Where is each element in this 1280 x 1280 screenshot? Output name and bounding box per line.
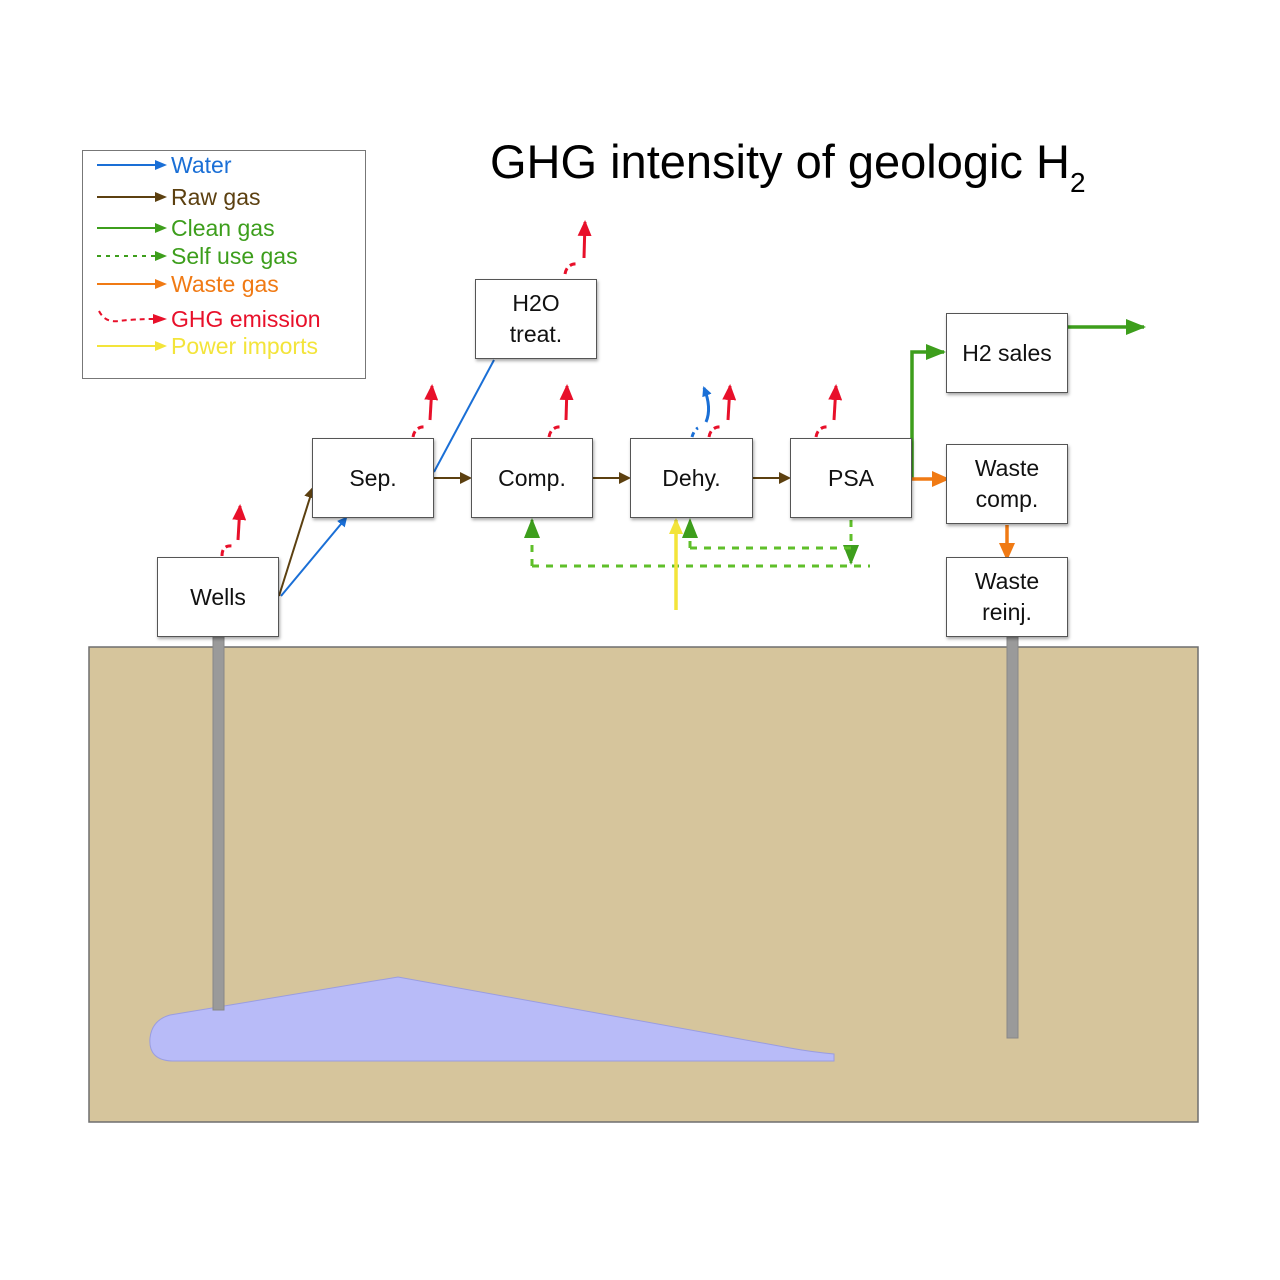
box-waste-compression-line2: comp. xyxy=(975,486,1039,512)
legend-item-raw-gas: Raw gas xyxy=(83,183,363,211)
legend-label-raw-gas: Raw gas xyxy=(171,184,261,210)
clean-gas-psa-to-sales xyxy=(910,344,946,478)
box-waste-reinjection-line1: Waste xyxy=(974,568,1040,594)
box-separator-label: Sep. xyxy=(349,464,397,491)
water-wells-to-sep xyxy=(280,516,348,597)
box-waste-reinjection: Waste reinj. xyxy=(946,557,1068,637)
box-h2-sales: H2 sales xyxy=(946,313,1068,393)
legend-label-power-imports: Power imports xyxy=(171,333,318,359)
box-psa: PSA xyxy=(790,438,912,518)
ghg-emission-sep xyxy=(411,384,439,438)
h2-reservoir xyxy=(149,976,835,1062)
legend: Water Raw gas Clean gas Self use gas Was… xyxy=(82,150,366,379)
raw-gas-wells-to-sep xyxy=(278,486,316,597)
production-well-pipe xyxy=(212,636,225,1011)
box-dehydration-label: Dehy. xyxy=(662,464,721,491)
box-waste-compression: Waste comp. xyxy=(946,444,1068,524)
box-waste-compression-label: Waste comp. xyxy=(975,453,1039,515)
ghg-emission-dehy xyxy=(707,384,737,438)
legend-item-water: Water xyxy=(83,151,363,179)
ghg-emission-comp xyxy=(547,384,574,438)
water-vapor-dehy xyxy=(690,386,712,438)
legend-item-ghg-emission: GHG emission xyxy=(83,305,363,333)
box-waste-reinjection-label: Waste reinj. xyxy=(975,566,1039,628)
water-sep-to-h2o-treat xyxy=(433,359,495,473)
legend-label-self-use-gas: Self use gas xyxy=(171,243,298,269)
box-h2o-treatment-label: H2O treat. xyxy=(510,288,562,350)
box-h2o-treatment-line2: treat. xyxy=(509,321,563,347)
box-compression-label: Comp. xyxy=(498,464,566,491)
ghg-emission-h2o-treat xyxy=(563,220,592,275)
box-wells: Wells xyxy=(157,557,279,637)
diagram-title: GHG intensity of geologic H2 xyxy=(490,135,1086,198)
reinjection-well-pipe xyxy=(1006,636,1019,1039)
ghg-emission-wells xyxy=(220,504,247,557)
ghg-emission-psa xyxy=(814,384,843,438)
legend-label-ghg-emission: GHG emission xyxy=(171,306,321,332)
box-waste-reinjection-line2: reinj. xyxy=(982,599,1032,625)
box-h2-sales-label: H2 sales xyxy=(962,339,1052,366)
legend-label-clean-gas: Clean gas xyxy=(171,215,275,241)
box-separator: Sep. xyxy=(312,438,434,518)
legend-label-waste-gas: Waste gas xyxy=(171,271,279,297)
legend-label-water: Water xyxy=(171,152,232,178)
legend-item-self-use-gas: Self use gas xyxy=(83,242,363,270)
legend-item-waste-gas: Waste gas xyxy=(83,270,363,298)
box-psa-label: PSA xyxy=(827,464,875,491)
legend-item-clean-gas: Clean gas xyxy=(83,214,363,242)
box-dehydration: Dehy. xyxy=(630,438,753,518)
legend-item-power-imports: Power imports xyxy=(83,332,363,360)
box-wells-label: Wells xyxy=(190,583,246,610)
box-h2o-treatment: H2O treat. xyxy=(475,279,597,359)
box-compression: Comp. xyxy=(471,438,593,518)
box-h2o-treatment-line1: H2O xyxy=(512,290,560,316)
box-waste-compression-line1: Waste xyxy=(974,455,1040,481)
